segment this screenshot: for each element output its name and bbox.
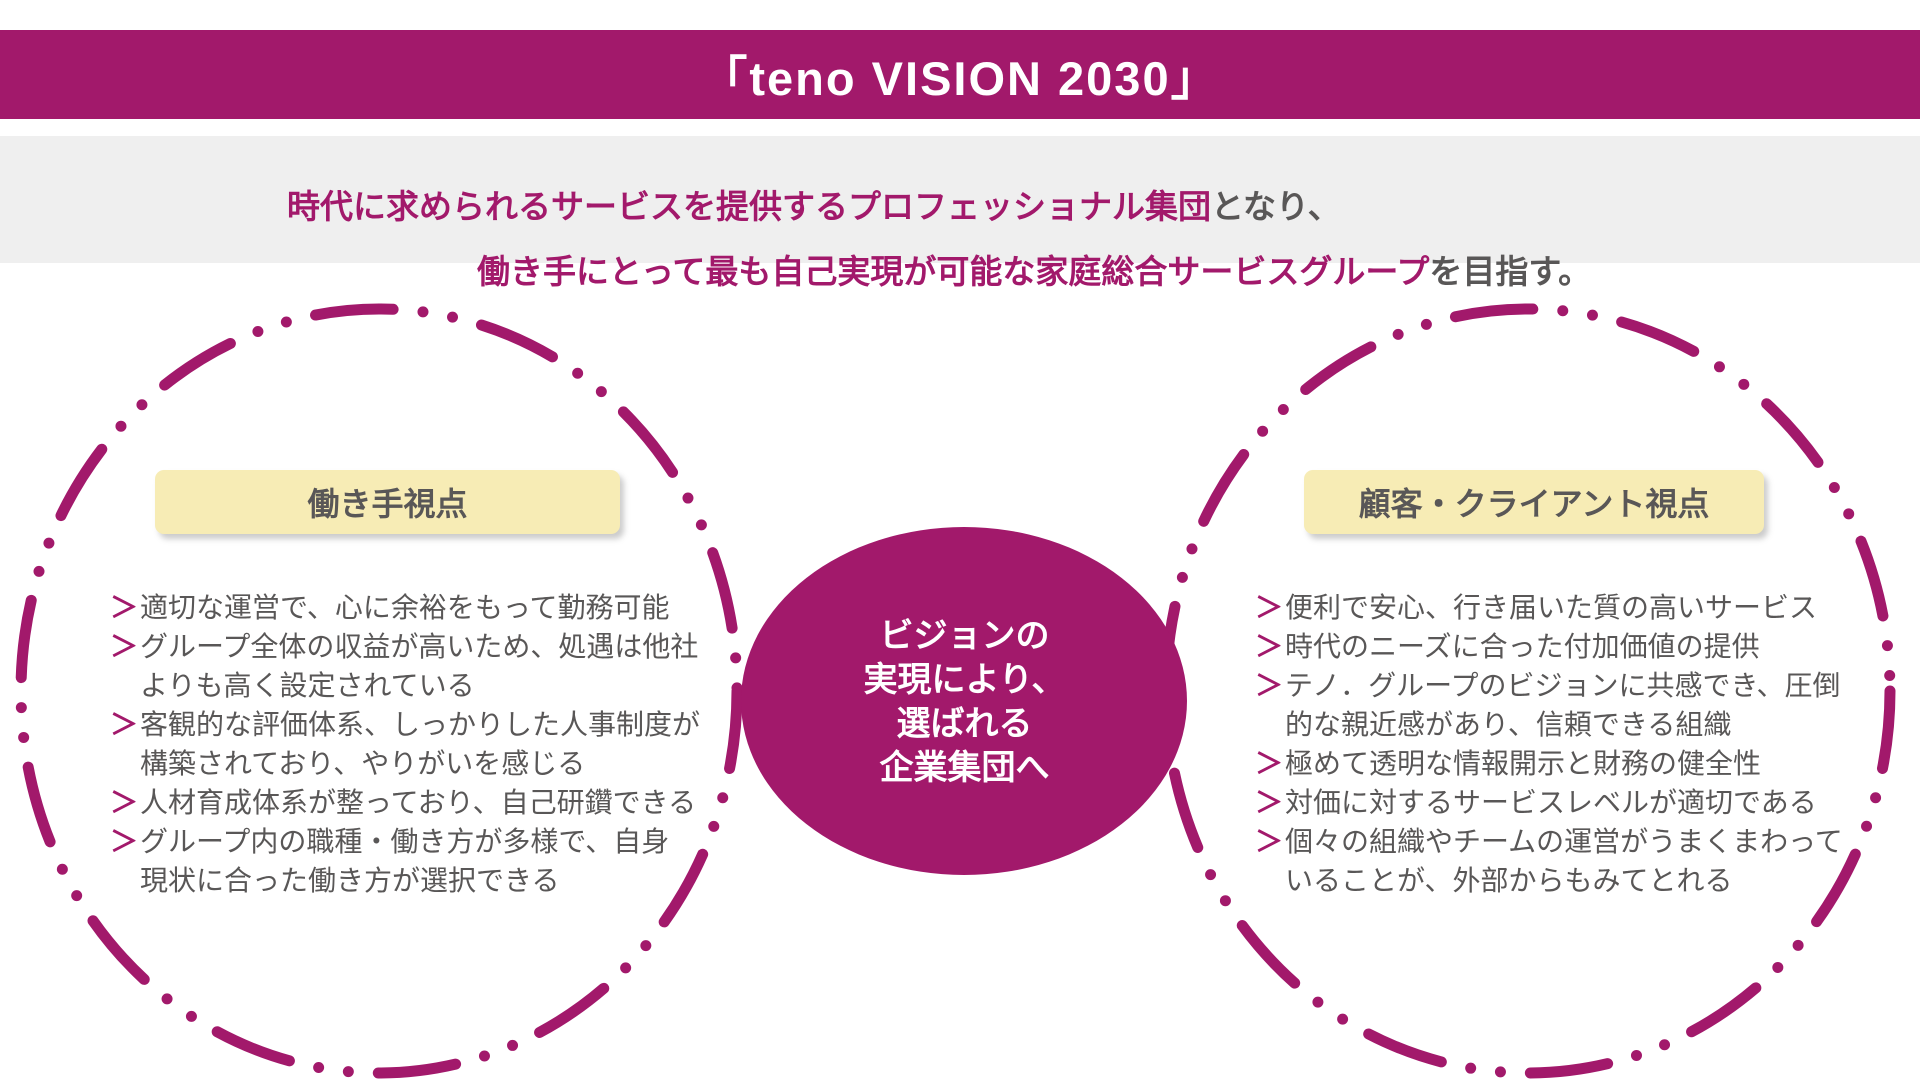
- chevron-icon: ＞: [110, 826, 139, 857]
- chevron-icon: ＞: [1255, 631, 1284, 662]
- subtitle-band: 時代に求められるサービスを提供するプロフェッショナル集団となり、 働き手にとって…: [0, 136, 1920, 290]
- list-item-text: グループ全体の収益が高いため、処遇は他社 よりも高く設定されている: [140, 631, 699, 701]
- list-item: ＞グループ内の職種・働き方が多様で、自身 現状に合った働き方が選択できる: [110, 822, 770, 900]
- title-banner: 「teno VISION 2030」: [0, 30, 1920, 119]
- list-item-text: テノ．グループのビジョンに共感でき、圧倒 的な親近感があり、信頼できる組織: [1285, 670, 1841, 740]
- left-dashed-circle: [15, 303, 743, 1079]
- list-item-text: 適切な運営で、心に余裕をもって勤務可能: [140, 592, 670, 623]
- list-item-text: 対価に対するサービスレベルが適切である: [1285, 787, 1817, 818]
- subtitle-line-2: 働き手にとって最も自己実現が可能な家庭総合サービスグループを目指す。: [477, 245, 1591, 293]
- list-item: ＞テノ．グループのビジョンに共感でき、圧倒 的な親近感があり、信頼できる組織: [1255, 666, 1885, 744]
- chevron-icon: ＞: [1255, 592, 1284, 623]
- client-perspective-label-text: 顧客・クライアント視点: [1358, 486, 1710, 522]
- list-item: ＞個々の組織やチームの運営がうまくまわって いることが、外部からもみてとれる: [1255, 822, 1885, 900]
- chevron-icon: ＞: [110, 787, 139, 818]
- chevron-icon: ＞: [110, 631, 139, 662]
- client-perspective-label: 顧客・クライアント視点: [1304, 470, 1764, 534]
- list-item: ＞適切な運営で、心に余裕をもって勤務可能: [110, 588, 770, 627]
- list-item-text: 個々の組織やチームの運営がうまくまわって いることが、外部からもみてとれる: [1285, 826, 1843, 896]
- worker-perspective-label-text: 働き手視点: [307, 486, 468, 522]
- list-item: ＞極めて透明な情報開示と財務の健全性: [1255, 744, 1885, 783]
- list-item: ＞対価に対するサービスレベルが適切である: [1255, 783, 1885, 822]
- center-goal-text: ビジョンの 実現により、 選ばれる 企業集団へ: [863, 616, 1066, 787]
- worker-points-list: ＞適切な運営で、心に余裕をもって勤務可能 ＞グループ全体の収益が高いため、処遇は…: [110, 588, 770, 900]
- list-item-text: 便利で安心、行き届いた質の高いサービス: [1285, 592, 1818, 623]
- worker-perspective-label: 働き手視点: [155, 470, 620, 534]
- client-points-list: ＞便利で安心、行き届いた質の高いサービス ＞時代のニーズに合った付加価値の提供 …: [1255, 588, 1885, 900]
- list-item: ＞便利で安心、行き届いた質の高いサービス: [1255, 588, 1885, 627]
- list-item-text: 極めて透明な情報開示と財務の健全性: [1285, 748, 1762, 779]
- right-dashed-circle: [1160, 303, 1896, 1079]
- list-item: ＞客観的な評価体系、しっかりした人事制度が 構築されており、やりがいを感じる: [110, 705, 770, 783]
- subtitle-line-1-suffix: となり、: [1211, 188, 1341, 225]
- subtitle-line-2-highlight: 働き手にとって最も自己実現が可能な家庭総合サービスグループ: [477, 253, 1430, 290]
- chevron-icon: ＞: [1255, 826, 1284, 857]
- chevron-icon: ＞: [110, 709, 139, 740]
- list-item-text: 客観的な評価体系、しっかりした人事制度が 構築されており、やりがいを感じる: [140, 709, 701, 779]
- subtitle-line-1: 時代に求められるサービスを提供するプロフェッショナル集団となり、: [287, 180, 1341, 228]
- subtitle-line-1-highlight: 時代に求められるサービスを提供するプロフェッショナル集団: [287, 188, 1211, 225]
- list-item: ＞人材育成体系が整っており、自己研鑽できる: [110, 783, 770, 822]
- list-item-text: 人材育成体系が整っており、自己研鑽できる: [140, 787, 697, 818]
- center-goal-ellipse: [741, 527, 1187, 875]
- chevron-icon: ＞: [1255, 670, 1284, 701]
- chevron-icon: ＞: [110, 592, 139, 623]
- chevron-icon: ＞: [1255, 787, 1284, 818]
- list-item: ＞グループ全体の収益が高いため、処遇は他社 よりも高く設定されている: [110, 627, 770, 705]
- list-item-text: グループ内の職種・働き方が多様で、自身 現状に合った働き方が選択できる: [140, 826, 670, 896]
- page-title: 「teno VISION 2030」: [700, 52, 1220, 105]
- subtitle-line-2-suffix: を目指す。: [1429, 253, 1592, 290]
- list-item: ＞時代のニーズに合った付加価値の提供: [1255, 627, 1885, 666]
- list-item-text: 時代のニーズに合った付加価値の提供: [1285, 631, 1760, 662]
- chevron-icon: ＞: [1255, 748, 1284, 779]
